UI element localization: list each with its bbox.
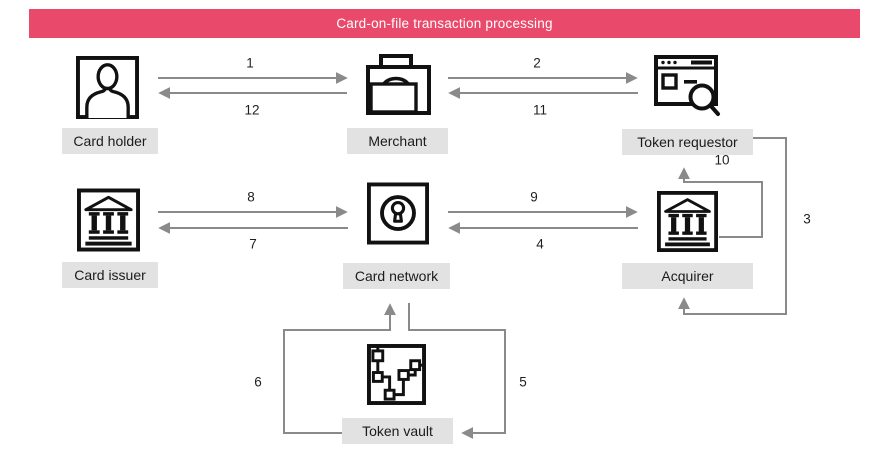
flow-step-3: 3: [803, 211, 811, 227]
node-label: Card network: [354, 268, 439, 284]
flow-step-1: 1: [246, 55, 254, 71]
flow-step-11: 11: [532, 102, 548, 118]
node-label: Card holder: [73, 133, 147, 149]
flow-step-9: 9: [530, 189, 538, 205]
browser-search-icon: [654, 55, 720, 116]
node-card-network: Card network: [343, 263, 450, 289]
bank-icon: [657, 191, 718, 252]
node-label: Merchant: [368, 133, 427, 149]
node-label: Acquirer: [661, 268, 714, 284]
flow-step-8: 8: [247, 189, 255, 205]
keyhole-icon: [367, 182, 429, 245]
flow-step-2: 2: [533, 55, 541, 71]
node-label: Token requestor: [637, 134, 738, 150]
flow-step-10: 10: [714, 152, 730, 168]
node-token-requestor: Token requestor: [622, 129, 753, 155]
node-label: Card issuer: [74, 267, 146, 283]
diagram-title: Card-on-file transaction processing: [336, 16, 553, 31]
flow-step-12: 12: [244, 102, 260, 118]
node-card-issuer: Card issuer: [62, 262, 158, 288]
briefcase-icon: [366, 54, 431, 115]
token-chain-icon: [367, 344, 426, 405]
node-merchant: Merchant: [347, 128, 448, 154]
flow-step-6: 6: [254, 374, 262, 390]
node-acquirer: Acquirer: [622, 263, 753, 289]
bank-icon: [77, 188, 140, 252]
title-banner: Card-on-file transaction processing: [29, 9, 860, 38]
node-card-holder: Card holder: [62, 128, 158, 154]
node-label: Token vault: [362, 423, 433, 439]
flow-step-5: 5: [519, 374, 527, 390]
person-portrait-icon: [76, 56, 139, 119]
node-token-vault: Token vault: [342, 418, 453, 444]
flow-step-4: 4: [536, 236, 544, 252]
flow-step-7: 7: [249, 236, 257, 252]
